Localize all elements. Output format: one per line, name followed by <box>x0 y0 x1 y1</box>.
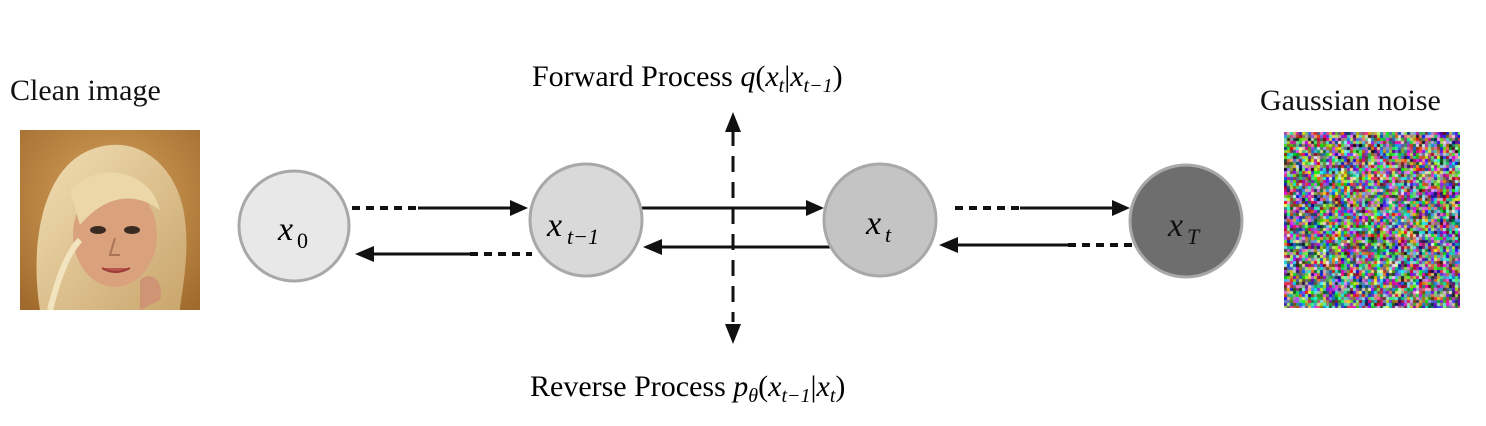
node-xt-1-base: x <box>546 207 562 244</box>
reverse-arg1: x <box>767 370 782 403</box>
node-xt-1: x t−1 <box>528 162 644 278</box>
up-arrow-icon <box>725 112 741 132</box>
forward-arg2-sub: t−1 <box>804 75 833 97</box>
svg-text:Reverse Process pθ(xt−1|xt): Reverse Process pθ(xt−1|xt) <box>530 370 845 407</box>
forward-bar: | <box>784 60 790 93</box>
forward-fn: q <box>740 60 755 93</box>
reverse-arg2: x <box>816 370 831 403</box>
node-xt-base: x <box>865 205 881 242</box>
node-xT-sub: T <box>1187 224 1201 249</box>
reverse-arg2-sub: t <box>830 385 836 407</box>
node-xt-sub: t <box>885 222 892 247</box>
forward-process-label: Forward Process q(xt|xt−1) <box>532 60 843 97</box>
node-xT: x T <box>1128 163 1244 279</box>
node-x0: x 0 <box>237 169 351 283</box>
reverse-process-label: Reverse Process pθ(xt−1|xt) <box>530 370 845 407</box>
face-photo-icon <box>20 130 200 311</box>
node-x0-base: x <box>277 211 293 248</box>
gaussian-noise-caption: Gaussian noise <box>1260 84 1441 117</box>
forward-prefix: Forward Process <box>532 60 740 93</box>
forward-arg2: x <box>789 60 804 93</box>
node-xT-base: x <box>1167 207 1183 244</box>
clean-image-caption: Clean image <box>10 74 161 107</box>
reverse-prefix: Reverse Process <box>530 370 733 403</box>
reverse-bar: | <box>811 370 817 403</box>
down-arrow-icon <box>725 324 741 344</box>
reverse-fn: p <box>731 370 748 403</box>
reverse-fn-sub: θ <box>748 385 758 407</box>
node-xt: x t <box>822 162 938 278</box>
node-xt-1-sub: t−1 <box>567 224 599 249</box>
forward-arg1-sub: t <box>779 75 785 97</box>
reverse-arg1-sub: t−1 <box>781 385 810 407</box>
gaussian-noise-icon <box>1284 132 1460 308</box>
svg-text:Forward Process q(xt|xt−1): Forward Process q(xt|xt−1) <box>532 60 843 97</box>
forward-arg1: x <box>764 60 779 93</box>
node-x0-sub: 0 <box>297 228 308 253</box>
